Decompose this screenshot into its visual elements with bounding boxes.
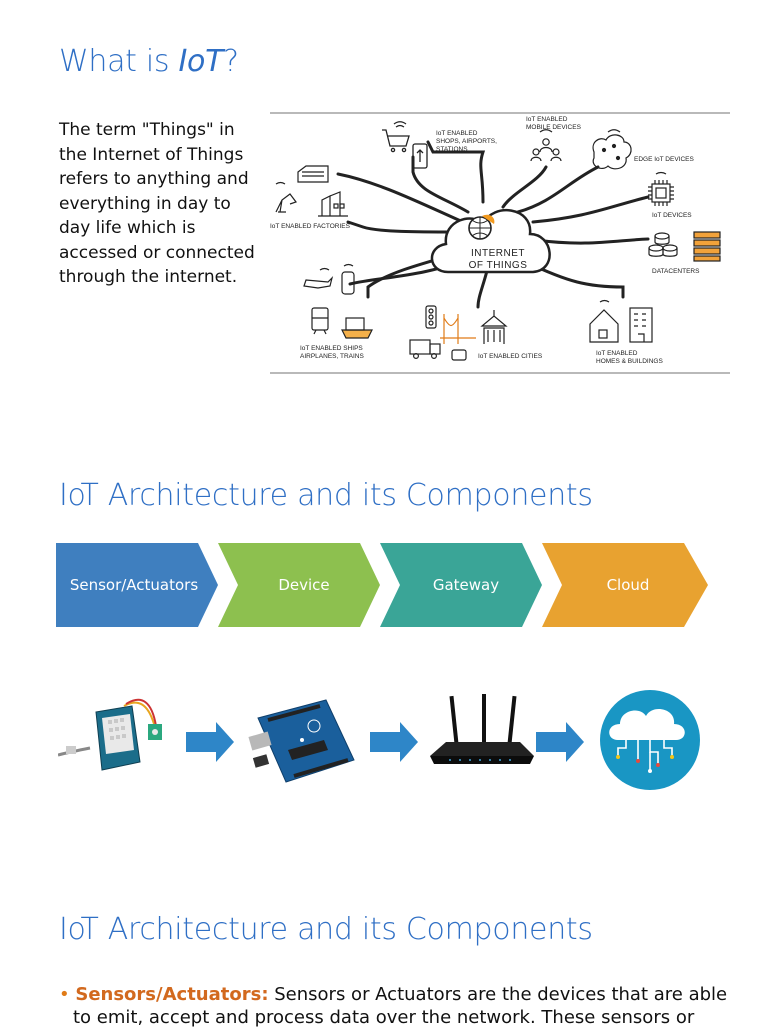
slide-what-is-iot: What is IoT? The term "Things" in the In… bbox=[0, 0, 768, 390]
bullet-line1: Sensors or Actuators are the devices tha… bbox=[268, 984, 728, 1005]
shopping-cart-icon bbox=[382, 121, 410, 153]
smartphone-icon bbox=[412, 143, 428, 169]
people-network-icon bbox=[530, 129, 562, 162]
label-ships-2: AIRPLANES, TRAINS bbox=[300, 353, 364, 360]
datacenter-icon bbox=[648, 231, 721, 262]
bullet-dot: • bbox=[59, 984, 70, 1005]
iot-diagram: INTERNET OF THINGS IoT ENABLED SHOPS, AI… bbox=[270, 112, 730, 374]
chevron-gateway: Gateway bbox=[380, 543, 542, 627]
architecture-chevron-flow: Sensor/Actuators Device Gateway Cloud bbox=[56, 543, 708, 627]
microchip-icon bbox=[648, 171, 674, 206]
title-emphasis: IoT bbox=[178, 44, 224, 79]
label-mobile-1: IoT ENABLED bbox=[526, 116, 568, 123]
slide-title: What is IoT? bbox=[59, 44, 239, 79]
label-datacenters: DATACENTERS bbox=[652, 268, 700, 275]
label-iot-devices: IoT DEVICES bbox=[652, 212, 692, 219]
title-suffix: ? bbox=[223, 44, 239, 79]
flow-arrow-icon bbox=[536, 722, 584, 762]
chevron-label: Gateway bbox=[433, 576, 499, 594]
device-illustration-row bbox=[58, 690, 700, 790]
bullet-term: Sensors/Actuators: bbox=[75, 984, 269, 1005]
bullet-sensors-actuators: • Sensors/Actuators: Sensors or Actuator… bbox=[59, 983, 759, 1029]
chevron-label: Sensor/Actuators bbox=[70, 576, 199, 594]
bullet-line2: to emit, accept and process data over th… bbox=[73, 1007, 695, 1028]
flow-arrow-icon bbox=[186, 722, 234, 762]
label-edge: EDGE IoT DEVICES bbox=[634, 156, 695, 163]
flow-arrow-icon bbox=[370, 722, 418, 762]
chevron-label: Device bbox=[278, 576, 329, 594]
label-ships-1: IoT ENABLED SHIPS bbox=[300, 345, 363, 352]
label-shops-3: STATIONS bbox=[436, 146, 468, 153]
chevron-label: Cloud bbox=[607, 576, 650, 594]
slide-title: IoT Architecture and its Components bbox=[59, 478, 593, 513]
city-icon bbox=[409, 305, 508, 361]
chevron-cloud: Cloud bbox=[542, 543, 708, 627]
transport-icon bbox=[303, 263, 373, 339]
label-mobile-2: MOBILE DEVICES bbox=[526, 124, 582, 131]
label-homes-2: HOMES & BUILDINGS bbox=[596, 358, 663, 365]
router-icon bbox=[430, 694, 534, 764]
label-shops-1: IoT ENABLED bbox=[436, 130, 478, 137]
brain-chip-icon bbox=[592, 129, 632, 170]
label-cities: IoT ENABLED CITIES bbox=[478, 353, 543, 360]
internet-of-things-cloud-icon: INTERNET OF THINGS bbox=[430, 208, 551, 274]
arduino-board-icon bbox=[248, 699, 355, 783]
label-homes-1: IoT ENABLED bbox=[596, 350, 638, 357]
slide-title: IoT Architecture and its Components bbox=[59, 912, 593, 947]
factory-icon bbox=[275, 165, 348, 217]
center-label-line1: INTERNET bbox=[471, 248, 525, 259]
cloud-network-icon bbox=[600, 690, 700, 790]
label-factories: IoT ENABLED FACTORIES bbox=[270, 223, 351, 230]
label-shops-2: SHOPS, AIRPORTS, bbox=[436, 138, 497, 145]
center-label-line2: OF THINGS bbox=[469, 260, 528, 271]
sensor-board-icon bbox=[58, 698, 162, 771]
home-building-icon bbox=[589, 299, 653, 343]
body-paragraph: The term "Things" in the Internet of Thi… bbox=[59, 120, 255, 287]
title-prefix: What is bbox=[59, 44, 179, 79]
chevron-sensor-actuators: Sensor/Actuators bbox=[56, 543, 218, 627]
chevron-device: Device bbox=[218, 543, 380, 627]
